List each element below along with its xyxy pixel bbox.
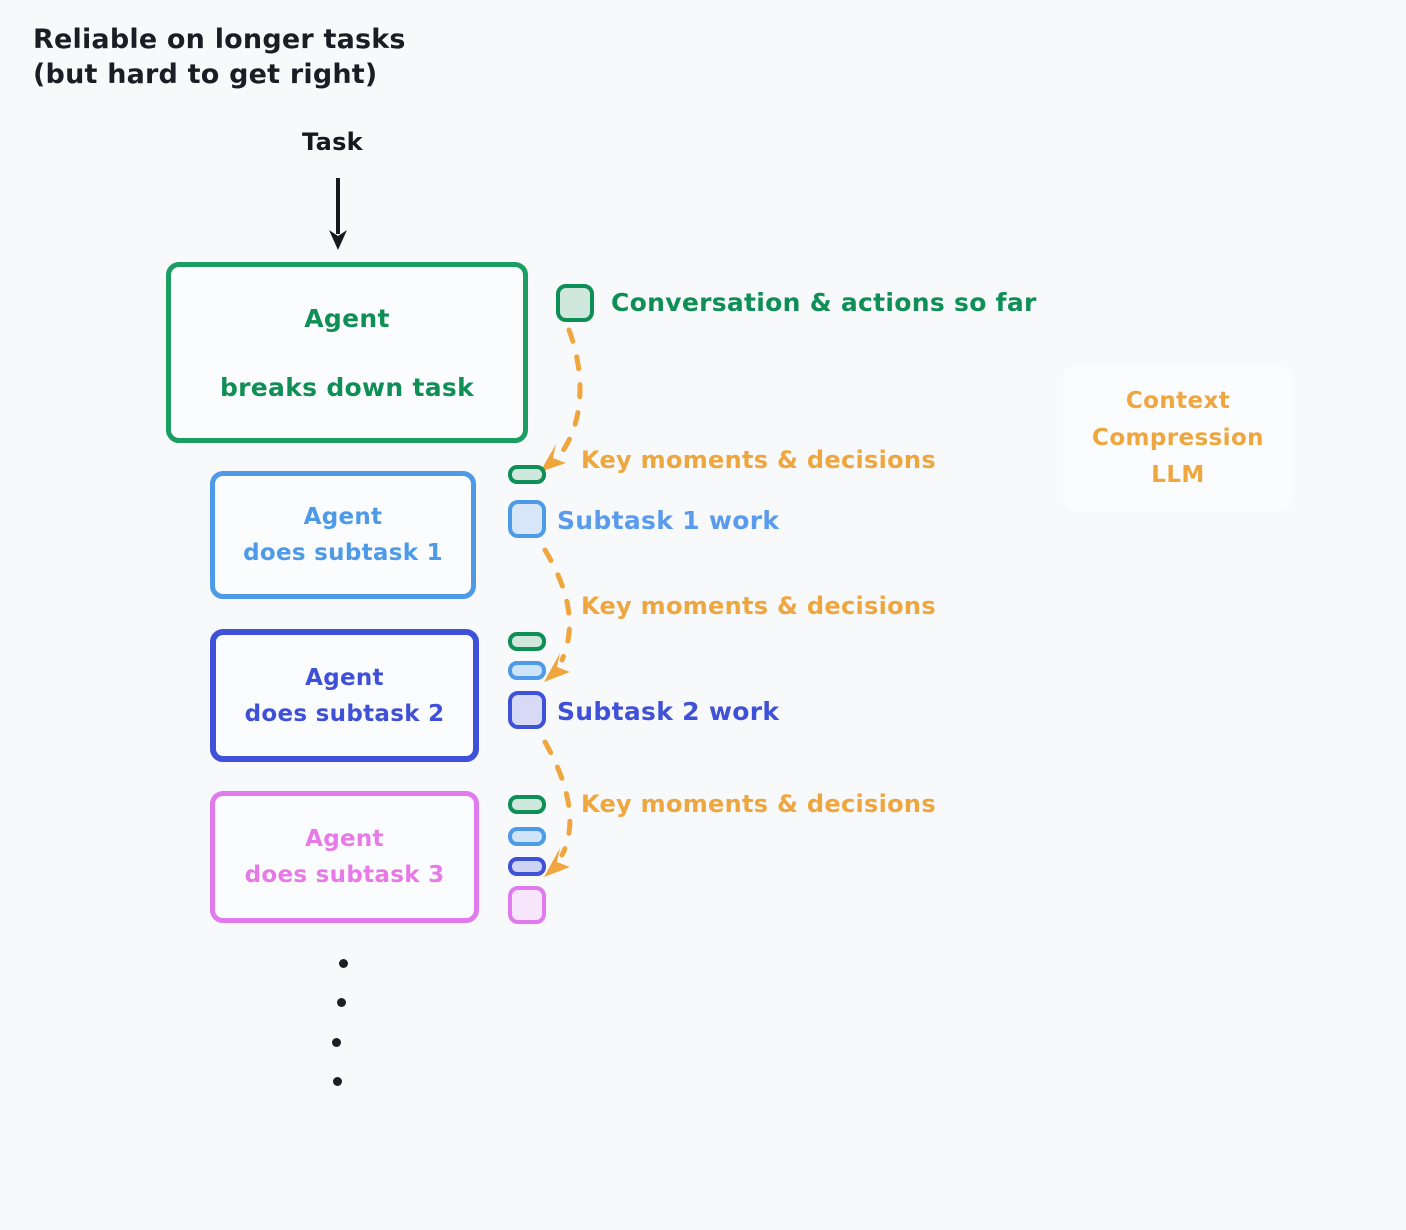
compression-arrow-1: [540, 327, 583, 472]
compression-arrow-2: [542, 547, 572, 682]
ellipsis-dot: [339, 959, 348, 968]
agent-box-root-line2: breaks down task: [219, 372, 475, 402]
task-arrow-icon: [329, 178, 347, 250]
memory-chip-indigo-pill: [508, 857, 546, 876]
memory-chip-blue-full: [508, 500, 546, 538]
memory-chip-pink-full: [508, 886, 546, 924]
agent-box-subtask1-line2: does subtask 1: [243, 540, 443, 566]
agent-box-subtask1-line1: Agent: [303, 504, 383, 530]
agent-box-subtask3[interactable]: Agent does subtask 3: [210, 791, 479, 923]
context-compression-llm-box[interactable]: Context Compression LLM: [1063, 366, 1293, 511]
ellipsis-dot: [337, 998, 346, 1007]
compression-arrow-3: [542, 739, 573, 877]
legend-label-subtask2-work: Subtask 2 work: [557, 697, 780, 726]
agent-box-subtask3-line2: does subtask 3: [244, 862, 445, 888]
agent-box-subtask2-line1: Agent: [305, 664, 384, 691]
agent-box-subtask3-line1: Agent: [305, 826, 384, 852]
task-input-label: Task: [302, 128, 363, 156]
legend-label-conversation: Conversation & actions so far: [611, 288, 1037, 317]
page-title: Reliable on longer tasks (but hard to ge…: [33, 24, 406, 90]
key-moments-label-1: Key moments & decisions: [581, 446, 936, 474]
memory-chip-green-pill: [508, 795, 546, 814]
agent-box-subtask2-line2: does subtask 2: [244, 700, 445, 727]
agent-box-root-line1: Agent: [304, 303, 390, 333]
ellipsis-dot: [333, 1077, 342, 1086]
llm-box-line2: Compression: [1092, 425, 1264, 451]
agent-box-subtask2[interactable]: Agent does subtask 2: [210, 629, 479, 762]
llm-box-line3: LLM: [1151, 462, 1205, 488]
agent-box-subtask1[interactable]: Agent does subtask 1: [210, 471, 476, 599]
key-moments-label-3: Key moments & decisions: [581, 790, 936, 818]
memory-chip-blue-pill: [508, 827, 546, 846]
agent-box-root[interactable]: Agent breaks down task: [166, 262, 528, 443]
ellipsis-dot: [332, 1038, 341, 1047]
memory-chip-green-full: [556, 284, 594, 322]
memory-chip-indigo-full: [508, 691, 546, 729]
memory-chip-green-pill: [508, 632, 546, 651]
legend-label-subtask1-work: Subtask 1 work: [557, 506, 780, 535]
memory-chip-green-pill: [508, 465, 546, 484]
key-moments-label-2: Key moments & decisions: [581, 592, 936, 620]
llm-box-line1: Context: [1125, 388, 1231, 414]
memory-chip-blue-pill: [508, 661, 546, 680]
